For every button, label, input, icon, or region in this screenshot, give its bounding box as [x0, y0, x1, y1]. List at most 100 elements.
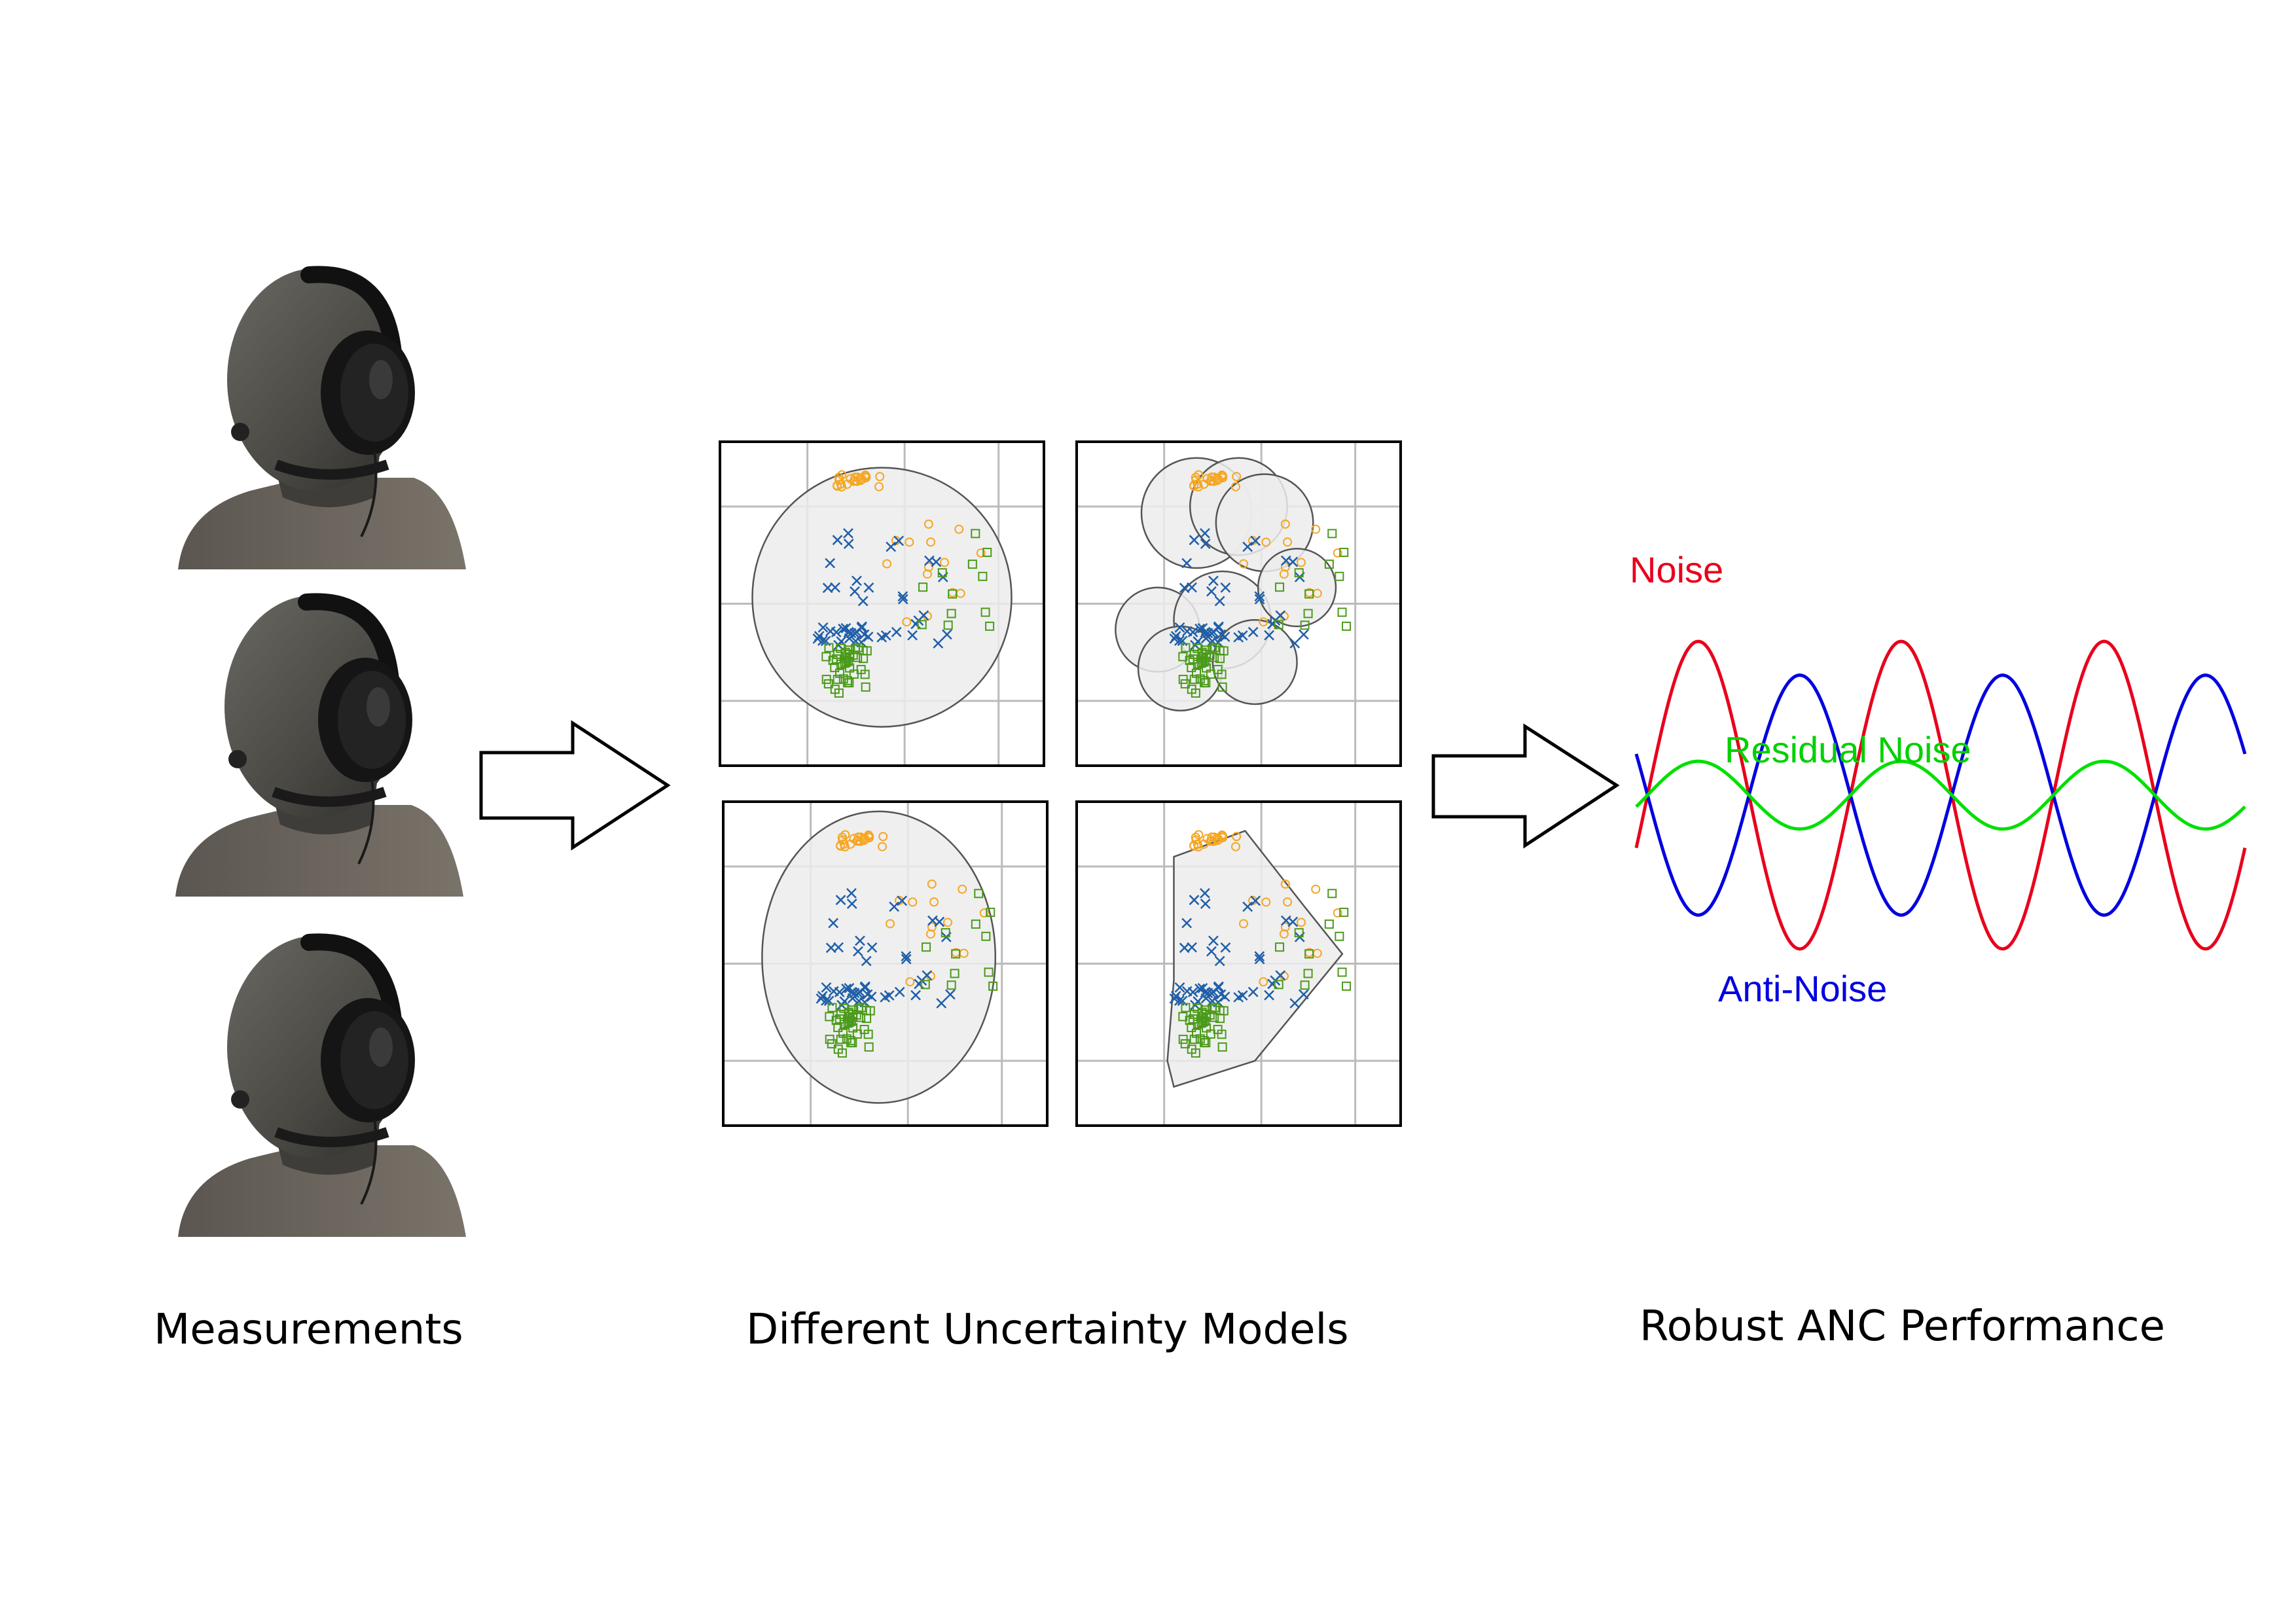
scatter-point — [1211, 474, 1221, 484]
scatter-point — [876, 632, 888, 643]
arrow-right-icon — [479, 720, 671, 851]
scatter-point — [821, 982, 832, 993]
scatter-point — [1178, 652, 1188, 662]
scatter-point — [836, 841, 846, 851]
scatter-point — [825, 1012, 834, 1022]
scatter-point — [1232, 832, 1242, 842]
uncertainty-region — [1166, 830, 1344, 1088]
scatter-point — [1191, 1048, 1200, 1058]
scatter-point — [1207, 473, 1217, 482]
scatter-square-series — [1178, 889, 1352, 1058]
scatter-point — [839, 1003, 849, 1013]
scatter-point — [910, 990, 921, 1001]
scatter-point — [1181, 986, 1193, 997]
scatter-point — [1189, 895, 1200, 906]
scatter-point — [897, 895, 908, 906]
scatter-point — [920, 980, 930, 990]
scatter-point — [1189, 675, 1199, 685]
scatter-point — [1217, 1042, 1227, 1052]
scatter-point — [1213, 982, 1224, 993]
scatter-point — [1254, 951, 1265, 962]
scatter-point — [886, 919, 895, 929]
scatter-point — [927, 879, 937, 889]
scatter-point — [1174, 622, 1185, 633]
scatter-point — [828, 918, 839, 929]
scatter-point — [833, 942, 844, 953]
scatter-point — [917, 620, 927, 630]
scatter-point — [1275, 942, 1285, 952]
scatter-point — [1194, 624, 1206, 634]
scatter-point — [1217, 669, 1227, 679]
scatter-point — [893, 535, 905, 546]
scatter-point — [1233, 632, 1244, 643]
scatter-point — [1304, 589, 1314, 599]
scatter-point — [1337, 967, 1347, 977]
scatter-square-series — [825, 889, 998, 1058]
scatter-point — [1187, 582, 1197, 593]
scatter-point — [833, 675, 842, 685]
scatter-point — [1324, 919, 1334, 929]
scatter-point — [1220, 942, 1231, 953]
scatter-point — [858, 834, 868, 844]
scatter-point — [843, 527, 853, 539]
scatter-point — [951, 949, 961, 959]
scatter-point — [837, 470, 847, 480]
scatter-point — [902, 617, 912, 627]
scatter-point — [891, 626, 902, 637]
scatter-point — [1217, 1029, 1227, 1039]
scatter-point — [1193, 1003, 1202, 1013]
scatter-cross-series — [1169, 527, 1309, 651]
scatter-point — [1342, 981, 1352, 991]
scatter-point — [1193, 643, 1202, 653]
scatter-point — [1206, 628, 1217, 639]
scatter-point — [845, 663, 855, 673]
scatter-point — [1254, 954, 1265, 965]
uncertainty-model-ellipse — [722, 800, 1049, 1127]
scatter-point — [1247, 626, 1259, 637]
dummy-head-photo-3 — [178, 936, 466, 1237]
scatter-point — [1187, 942, 1197, 953]
scatter-point — [1324, 560, 1334, 569]
scatter-point — [853, 946, 863, 957]
scatter-point — [1200, 899, 1211, 909]
scatter-point — [827, 1039, 836, 1048]
arrow-right-icon — [1431, 723, 1620, 849]
scatter-point — [1170, 991, 1181, 1001]
scatter-point — [927, 922, 937, 932]
scatter-circle-series — [833, 470, 986, 627]
scatter-point — [1170, 631, 1181, 641]
scatter-point — [1333, 908, 1342, 918]
scatter-point — [1200, 887, 1210, 899]
scatter-point — [863, 582, 874, 593]
scatter-point — [1215, 989, 1227, 1000]
scatter-point — [946, 609, 956, 618]
scatter-point — [1181, 1003, 1191, 1012]
scatter-point — [861, 473, 871, 483]
scatter-point — [926, 537, 936, 547]
scatter-point — [1202, 1023, 1211, 1033]
scatter-point — [894, 986, 905, 997]
scatter-point — [927, 915, 938, 926]
scatter-point — [886, 541, 897, 552]
scatter-point — [976, 548, 986, 558]
scatter-point — [943, 620, 953, 630]
scatter-point — [1339, 908, 1349, 918]
scatter-point — [1297, 918, 1306, 927]
scatter-point — [1294, 568, 1304, 578]
scatter-point — [905, 977, 915, 987]
scatter-point — [1189, 481, 1199, 491]
scatter-point — [833, 481, 842, 491]
scatter-point — [880, 992, 891, 1003]
noise-label: Noise — [1630, 549, 1723, 590]
scatter-point — [1264, 990, 1274, 1001]
scatter-point — [835, 895, 846, 906]
scatter-point — [1233, 992, 1244, 1003]
scatter-point — [1189, 535, 1200, 546]
scatter-point — [936, 998, 947, 1008]
scatter-point — [1230, 482, 1240, 491]
scatter-point — [1208, 575, 1219, 586]
scatter-point — [1202, 663, 1211, 673]
scatter-point — [1181, 918, 1193, 929]
scatter-point — [1300, 620, 1310, 630]
scatter-point — [855, 935, 865, 946]
